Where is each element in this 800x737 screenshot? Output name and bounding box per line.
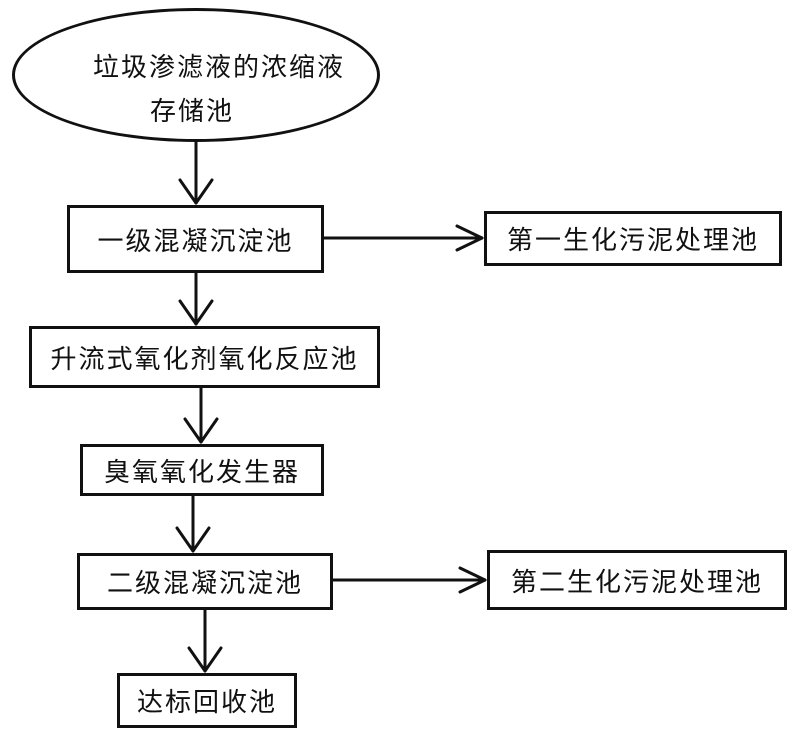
arrow-upflow-to-ozone bbox=[183, 386, 219, 444]
node-compliant-recovery-label: 达标回收池 bbox=[136, 688, 277, 718]
node-leachate-storage: 垃圾渗滤液的浓缩液 存储池 bbox=[12, 8, 380, 142]
node-leachate-storage-line2: 存储池 bbox=[150, 97, 235, 127]
arrow-secondary-to-sludge2 bbox=[331, 566, 487, 594]
node-upflow-oxidation-label: 升流式氧化剂氧化反应池 bbox=[50, 344, 359, 375]
arrow-ozone-to-secondary bbox=[175, 494, 211, 553]
node-primary-coagulation: 一级混凝沉淀池 bbox=[67, 205, 324, 273]
arrow-storage-to-primary bbox=[178, 140, 214, 205]
node-secondary-coagulation: 二级混凝沉淀池 bbox=[77, 553, 333, 610]
node-compliant-recovery: 达标回收池 bbox=[117, 673, 297, 728]
node-first-sludge-treatment-label: 第一生化污泥处理池 bbox=[506, 226, 759, 256]
node-upflow-oxidation: 升流式氧化剂氧化反应池 bbox=[29, 326, 380, 388]
arrow-secondary-to-final bbox=[187, 608, 223, 673]
node-second-sludge-treatment-label: 第二生化污泥处理池 bbox=[510, 567, 763, 598]
node-ozone-generator: 臭氧氧化发生器 bbox=[80, 444, 324, 496]
node-ozone-generator-label: 臭氧氧化发生器 bbox=[103, 457, 300, 488]
node-leachate-storage-line1: 垃圾渗滤液的浓缩液 bbox=[93, 53, 346, 83]
node-primary-coagulation-label: 一级混凝沉淀池 bbox=[97, 226, 294, 257]
arrow-primary-to-upflow bbox=[178, 271, 214, 326]
node-second-sludge-treatment: 第二生化污泥处理池 bbox=[487, 550, 787, 610]
arrow-primary-to-sludge1 bbox=[322, 224, 484, 252]
node-first-sludge-treatment: 第一生化污泥处理池 bbox=[484, 211, 782, 266]
node-secondary-coagulation-label: 二级混凝沉淀池 bbox=[106, 569, 303, 599]
